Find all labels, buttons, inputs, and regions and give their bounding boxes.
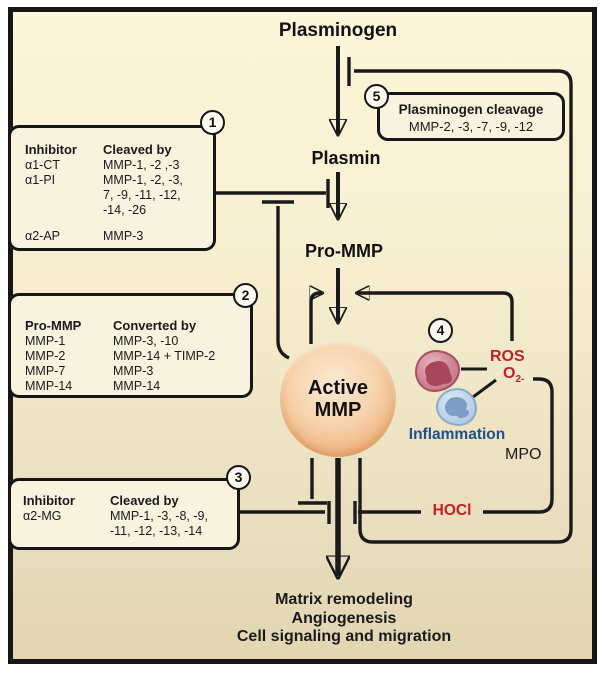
label-ros: ROS xyxy=(490,348,525,365)
outcomes-text: Matrix remodeling Angiogenesis Cell sign… xyxy=(237,591,451,647)
badge-1: 1 xyxy=(200,110,225,135)
inflammatory-cell-blue xyxy=(436,388,477,426)
box5-title: Plasminogen cleavage xyxy=(398,102,544,117)
o2-subscript: 2- xyxy=(515,374,525,386)
badge-2: 2 xyxy=(233,283,258,308)
node-plasminogen: Plasminogen xyxy=(278,20,398,41)
badge-3: 3 xyxy=(226,465,251,490)
label-o2-superoxide: O2- xyxy=(503,365,524,385)
blue-cell-nucleus xyxy=(445,397,467,416)
box2-row1-convertedby: MMP-14 + TIMP-2 xyxy=(113,348,216,363)
pink-cell-nucleus xyxy=(425,361,450,382)
box2-row0-convertedby: MMP-3, -10 xyxy=(113,333,179,348)
outcome-matrix-remodeling: Matrix remodeling xyxy=(275,591,413,608)
active-mmp-label-line2: MMP xyxy=(314,399,362,421)
box-inhibitors-cleaved-1: Inhibitor Cleaved by α1-CT MMP-1, -2 ,-3… xyxy=(8,125,216,251)
active-mmp-label-line1: Active xyxy=(307,377,369,399)
box1-row2-cleavedby: MMP-3 xyxy=(103,228,144,243)
box1-row0-cleavedby: MMP-1, -2 ,-3 xyxy=(103,157,180,172)
box2-col2-header: Converted by xyxy=(113,318,197,333)
label-mpo: MPO xyxy=(505,446,542,463)
label-hocl: HOCl xyxy=(432,502,472,519)
box1-row1-cleavedby: MMP-1, -2, -3, 7, -9, -11, -12, -14, -26 xyxy=(103,172,183,217)
box2-row2-convertedby: MMP-3 xyxy=(113,363,154,378)
node-pro-mmp: Pro-MMP xyxy=(305,241,383,261)
badge-4: 4 xyxy=(428,318,453,343)
box2-row3-prommp: MMP-14 xyxy=(25,378,73,393)
box1-row1-inhibitor: α1-PI xyxy=(25,172,56,187)
box3-col1-header: Inhibitor xyxy=(23,493,75,508)
box3-row0-inhibitor: α2-MG xyxy=(23,508,62,523)
box2-col1-header: Pro-MMP xyxy=(25,318,82,333)
node-active-mmp: Active MMP xyxy=(280,341,396,457)
o2-base: O xyxy=(503,365,516,382)
box2-row2-prommp: MMP-7 xyxy=(25,363,66,378)
box2-row3-convertedby: MMP-14 xyxy=(113,378,161,393)
box1-col2-header: Cleaved by xyxy=(103,142,172,157)
box-prommp-converted-2: Pro-MMP Converted by MMP-1 MMP-3, -10 MM… xyxy=(8,293,253,398)
box1-col1-header: Inhibitor xyxy=(25,142,77,157)
box3-col2-header: Cleaved by xyxy=(110,493,179,508)
inflammatory-cell-pink xyxy=(415,350,460,392)
box1-row2-inhibitor: α2-AP xyxy=(25,228,61,243)
outcome-angiogenesis: Angiogenesis xyxy=(291,609,397,627)
box5-value: MMP-2, -3, -7, -9, -12 xyxy=(408,119,534,135)
box3-row0-cleavedby: MMP-1, -3, -8, -9, -11, -12, -13, -14 xyxy=(110,508,208,538)
box2-row1-prommp: MMP-2 xyxy=(25,348,66,363)
box-plasminogen-cleavage-5: Plasminogen cleavage MMP-2, -3, -7, -9, … xyxy=(377,92,565,141)
box2-row0-prommp: MMP-1 xyxy=(25,333,66,348)
outcome-cell-signaling: Cell signaling and migration xyxy=(236,628,452,645)
label-inflammation: Inflammation xyxy=(408,426,506,443)
box1-row0-inhibitor: α1-CT xyxy=(25,157,61,172)
badge-5: 5 xyxy=(364,84,389,109)
node-plasmin: Plasmin xyxy=(311,148,381,168)
box-inhibitors-cleaved-3: Inhibitor Cleaved by α2-MG MMP-1, -3, -8… xyxy=(8,478,240,550)
